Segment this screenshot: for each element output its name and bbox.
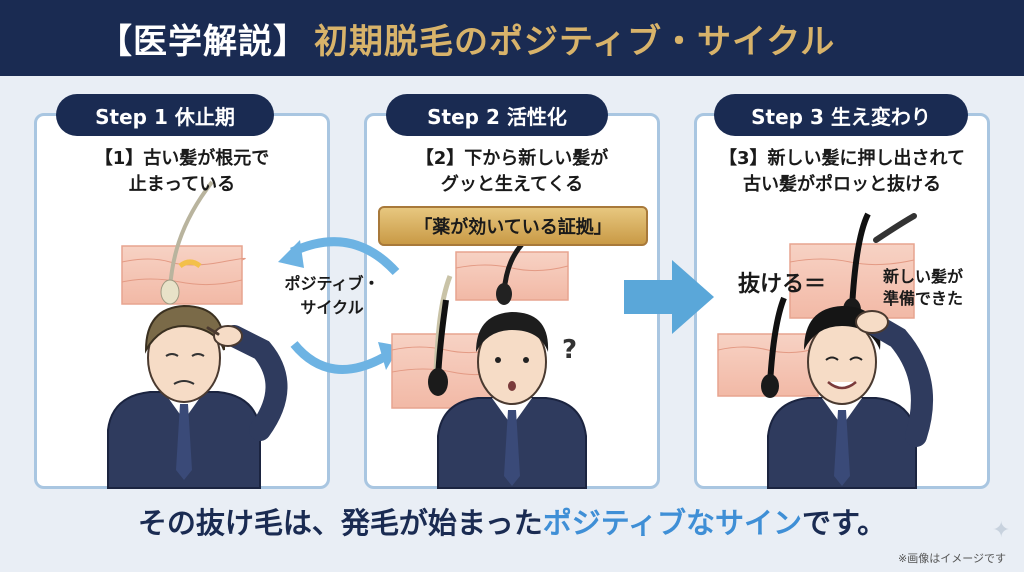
cycle-label: ポジティブ・ サイクル <box>272 272 392 320</box>
sparkle-icon: ✦ <box>992 518 1011 543</box>
step3-desc-line1: 【3】新しい髪に押し出されて <box>719 148 965 169</box>
resting-hair-icon <box>160 180 214 305</box>
happy-man-illustration <box>767 306 933 489</box>
scalp-cross-section-3b <box>717 296 819 398</box>
scalp-cross-section-3a <box>789 212 917 322</box>
header-prefix: 【医学解説】 <box>98 21 308 62</box>
right-arrow-icon <box>624 260 714 334</box>
surprised-man-illustration <box>437 312 587 489</box>
step1-label: Step 1 休止期 <box>56 94 274 136</box>
header-banner: 【医学解説】 初期脱毛のポジティブ・サイクル <box>0 0 1024 76</box>
header-title: 初期脱毛のポジティブ・サイクル <box>314 21 836 62</box>
question-mark: ? <box>562 335 577 365</box>
step1-desc-line1: 【1】古い髪が根元で <box>94 148 270 169</box>
cycle-label-line2: サイクル <box>300 298 364 317</box>
step3-description: 【3】新しい髪に押し出されて 古い髪がポロッと抜ける <box>704 146 980 198</box>
step2-description: 【2】下から新しい髪が グッと生えてくる <box>374 146 650 198</box>
step2-label: Step 2 活性化 <box>386 94 608 136</box>
evidence-callout: 「薬が効いている証拠」 <box>378 206 648 246</box>
step2-desc-line1: 【2】下から新しい髪が <box>415 148 609 169</box>
new-hair-ready-line2: 準備できた <box>882 289 963 308</box>
image-disclaimer: ※画像はイメージです <box>898 552 1006 565</box>
falling-out-label: 抜ける＝ <box>738 272 827 297</box>
bottom-message-highlight: ポジティブなサイン <box>542 506 802 540</box>
bottom-message-part1: その抜け毛は、発毛が始まった <box>137 506 543 540</box>
step1-desc-line2: 止まっている <box>128 174 236 195</box>
bottom-message-part2: です。 <box>802 506 887 540</box>
scalp-cross-section-2a <box>455 234 569 305</box>
step1-description: 【1】古い髪が根元で 止まっている <box>44 146 320 198</box>
cycle-label-line1: ポジティブ・ <box>284 274 380 293</box>
step3-label: Step 3 生え変わり <box>714 94 968 136</box>
worried-man-illustration <box>107 304 288 489</box>
new-hair-ready-label: 新しい髪が 準備できた <box>868 266 978 310</box>
step3-desc-line2: 古い髪がポロッと抜ける <box>743 174 941 195</box>
scalp-cross-section-1 <box>121 245 246 305</box>
bottom-message: その抜け毛は、発毛が始まったポジティブなサインです。 <box>0 500 1024 542</box>
step2-desc-line2: グッと生えてくる <box>440 174 584 195</box>
new-hair-ready-line1: 新しい髪が <box>882 267 963 286</box>
